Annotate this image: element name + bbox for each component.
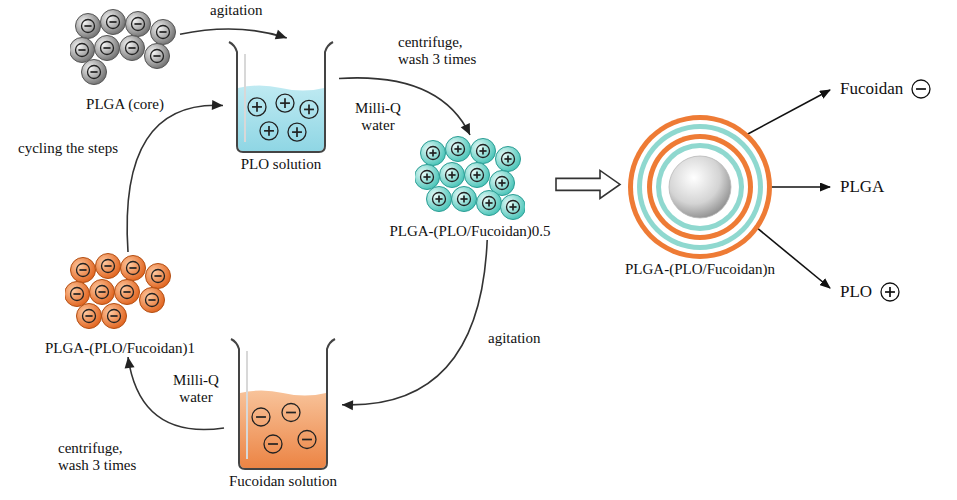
part-label: Fucoidan [840,79,903,99]
beaker: Fucoidan solution [224,335,342,490]
edge-label: centrifuge, wash 3 times [398,34,476,67]
part-label-box: Milli-Q water [352,100,404,134]
part-label: Milli-Q water [355,100,401,133]
layered-particle: PLGA-(PLO/Fucoidan)n [620,113,780,278]
process-arrow [339,78,470,135]
node-label: PLGA-(PLO/Fucoidan)1 [45,340,195,357]
block-arrow [556,170,620,198]
particle-cluster-illustration [415,135,525,223]
edge-label: centrifuge, wash 3 times [58,440,136,473]
charge-symbol [879,281,901,303]
edge-label: agitation [488,330,541,346]
node-label: PLGA-(PLO/Fucoidan)0.5 [389,223,550,240]
edge-label: agitation [210,2,263,18]
beaker-illustration [225,335,341,473]
part-label: PLO [840,282,872,302]
arrow-head [275,30,287,40]
process-arrow [127,100,223,252]
edge-label: cycling the steps [18,140,118,156]
part-label: PLGA [840,177,884,197]
process-arrow [125,357,224,430]
node-label: PLO solution [241,156,321,173]
arrow-head [125,357,135,369]
part-label-box: PLGA [840,177,884,197]
part-label-box: PLO [840,281,901,303]
particle-cluster: PLGA-(PLO/Fucoidan)0.5 [384,135,556,240]
particle-cluster-illustration [65,252,175,340]
arrow-head [342,400,353,410]
arrow-head [212,100,223,110]
particle-cluster: PLGA-(PLO/Fucoidan)1 [40,252,200,357]
process-arrow [180,29,287,39]
layered-particle-illustration [625,113,775,261]
edge-label-box: agitation [488,330,541,347]
edge-label-box: cycling the steps [18,140,118,157]
part-label-box: Milli-Q water [170,372,222,406]
process-arrow [342,240,487,410]
leader-arrow [746,90,830,135]
node-label: PLGA-(PLO/Fucoidan)n [625,261,775,278]
beaker: PLO solution [223,38,339,173]
edge-label-box: centrifuge, wash 3 times [398,34,490,68]
node-label: Fucoidan solution [229,473,337,490]
arrow-head [461,123,470,135]
part-label: Milli-Q water [173,372,219,405]
edge-label-box: centrifuge, wash 3 times [58,440,150,474]
part-label-box: Fucoidan [840,78,932,100]
charge-symbol [910,78,932,100]
particle-cluster: PLGA (core) [70,8,180,113]
beaker-illustration [223,38,339,156]
edge-label-box: agitation [210,2,263,19]
particle-cluster-illustration [70,8,180,96]
node-label: PLGA (core) [86,96,164,113]
